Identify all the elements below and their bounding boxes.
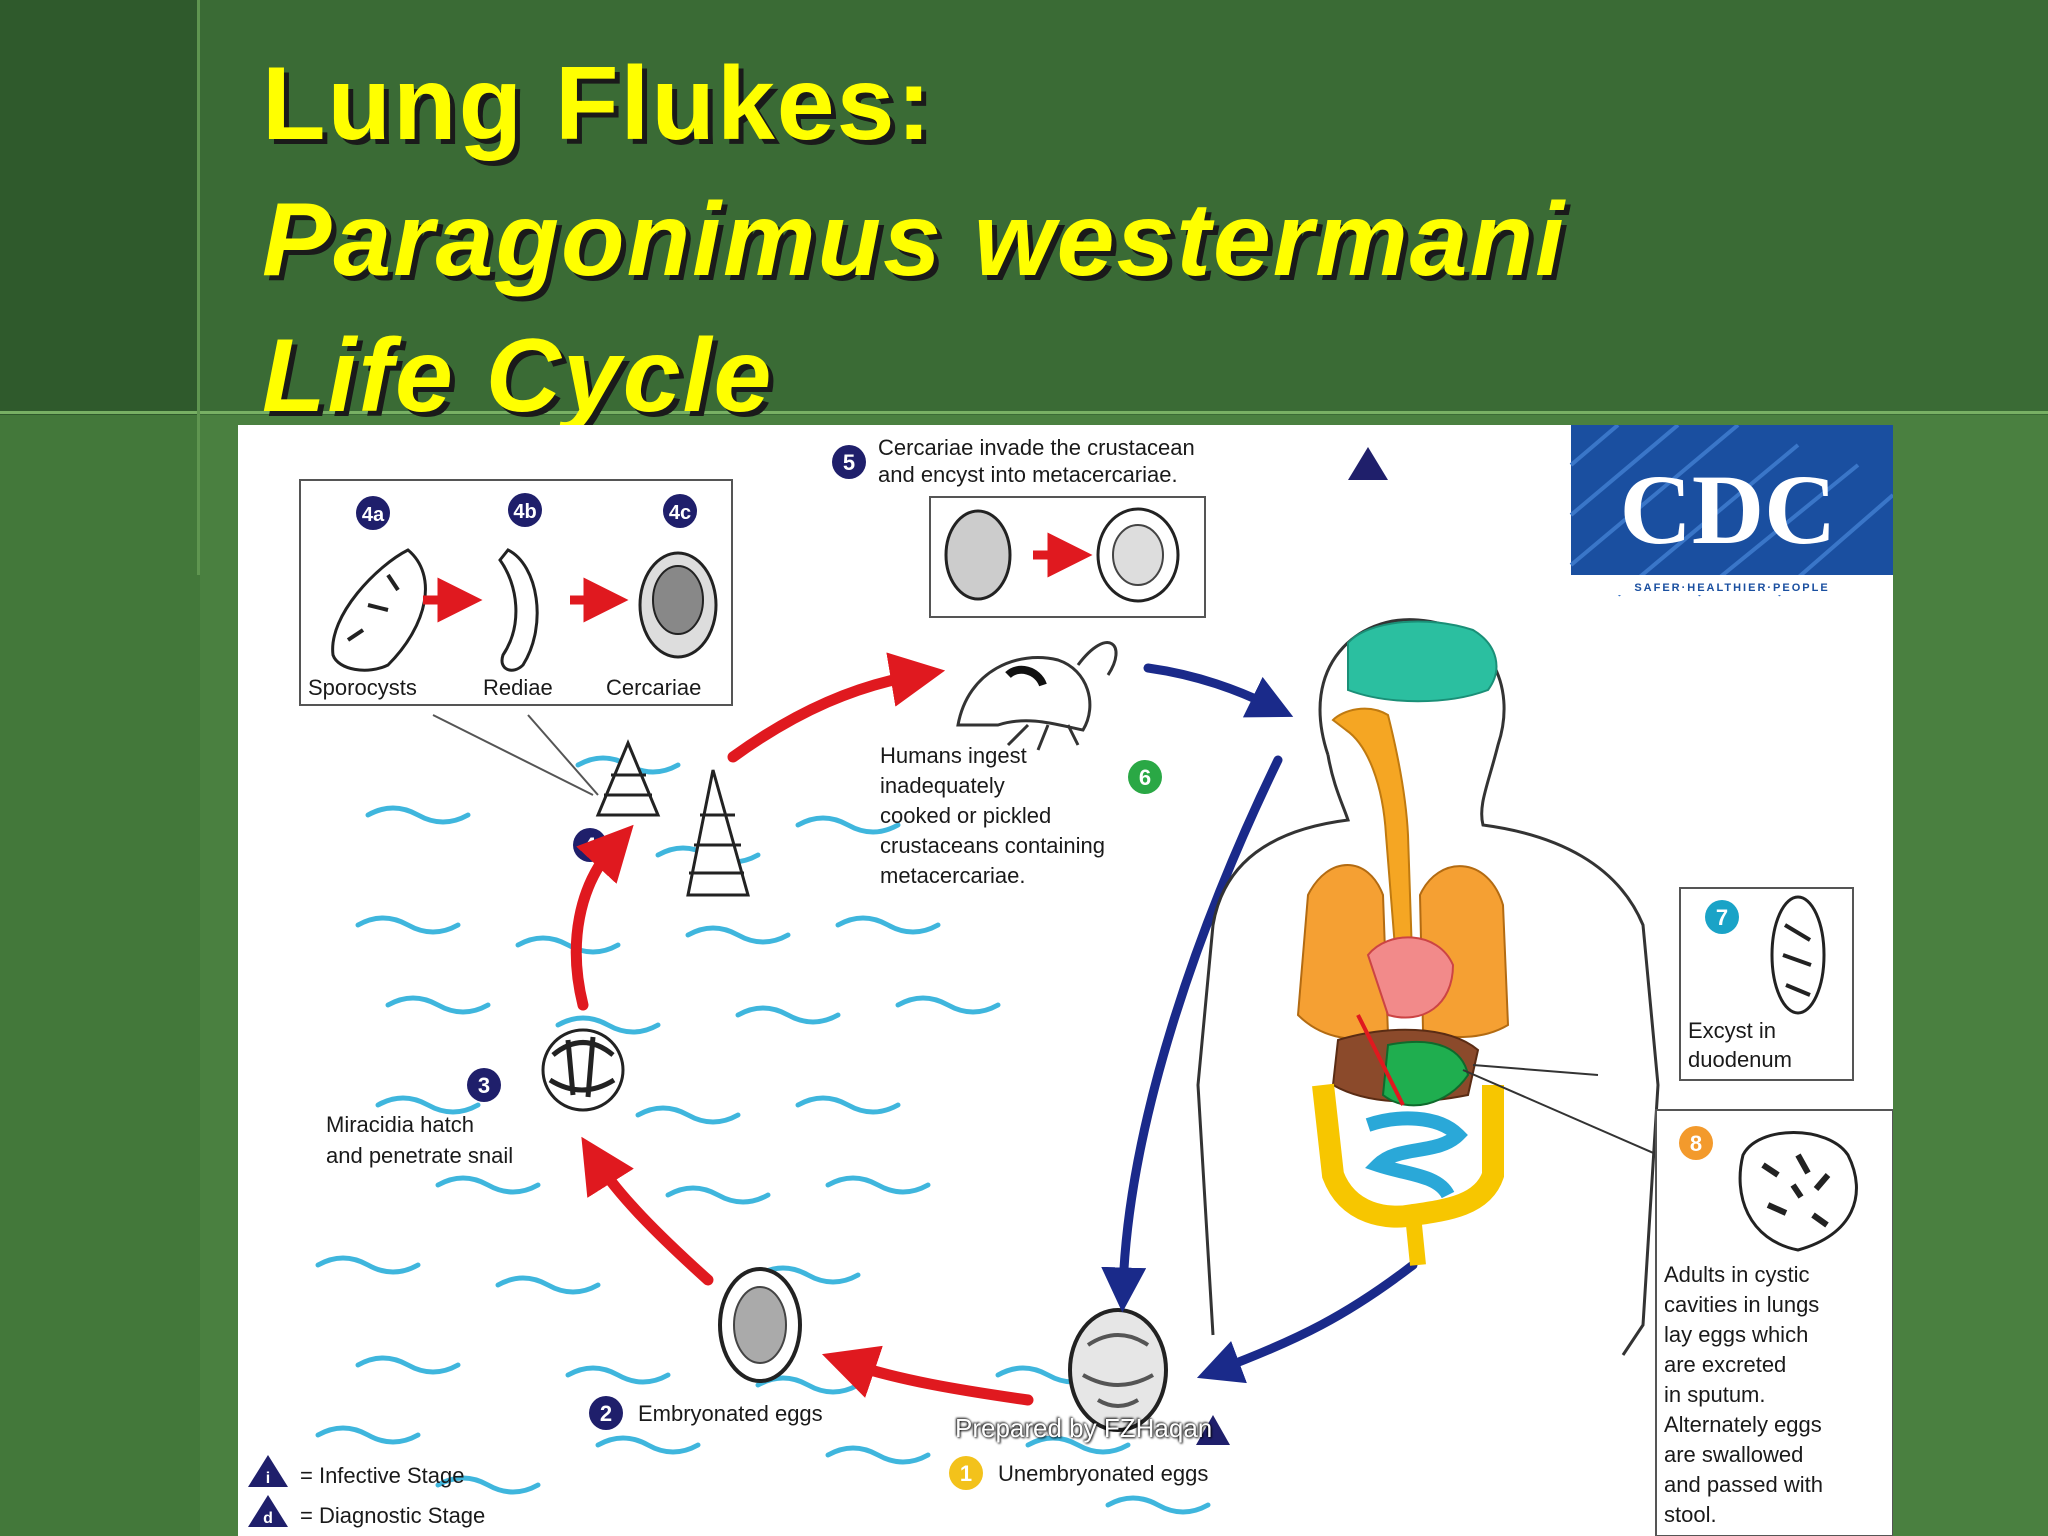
rediae-illustration: [498, 548, 539, 672]
svg-text:i: i: [266, 1470, 270, 1487]
label-cercariae: Cercariae: [606, 675, 701, 700]
legend-infective-icon: [248, 1455, 288, 1487]
badge-4a: [356, 496, 390, 530]
stage-3: 3 Miracidia hatch and penetrate snail: [326, 1028, 625, 1168]
stage6-text-2: inadequately: [880, 773, 1005, 798]
stage8-text-8: and passed with: [1664, 1472, 1823, 1497]
svg-text:4c: 4c: [669, 502, 691, 524]
stage2-text: Embryonated eggs: [638, 1401, 823, 1426]
decorative-horizontal-line: [0, 411, 2048, 414]
decorative-vertical-line: [197, 0, 200, 575]
title-line-1: Lung Flukes:: [262, 46, 934, 162]
esophagus-illustration: [1331, 707, 1415, 986]
snail-stages-box: 4a 4b 4c Sporocysts Rediae Cercariae: [299, 479, 733, 706]
cdc-logo-text: CDC: [1620, 454, 1837, 565]
legend-diagnostic-icon: [248, 1495, 288, 1527]
badge-5: 5: [843, 450, 855, 475]
title-line-3: Life Cycle: [262, 318, 774, 434]
human-figure-illustration: [1196, 618, 1660, 1356]
brain-illustration: [1347, 620, 1498, 703]
stage7-text-2: duodenum: [1688, 1047, 1792, 1072]
small-intestine-illustration: [1365, 1111, 1468, 1199]
stage8-text-6: Alternately eggs: [1664, 1412, 1822, 1437]
slide-background-lower-left: [0, 415, 200, 1536]
stage6-text-3: cooked or pickled: [880, 803, 1051, 828]
infective-stage-icon: [1348, 447, 1388, 480]
excysted-fluke-illustration: [1770, 895, 1826, 1015]
stage5-text-1: Cercariae invade the crustacean: [878, 435, 1195, 460]
stage1-text: Unembryonated eggs: [998, 1461, 1208, 1486]
water-waves: [315, 755, 1211, 1515]
watermark: Prepared by FZHaqan: [955, 1413, 1213, 1443]
arrow-snail-to-crustacean: [727, 652, 946, 763]
arrow-miracidia-to-snail: [570, 824, 634, 1011]
arrow-egg-development: [821, 1345, 1034, 1406]
cdc-logo-tagline: SAFER·HEALTHIER·PEOPLE: [1634, 582, 1829, 594]
svg-text:d: d: [263, 1510, 273, 1527]
badge-1: 1: [960, 1461, 972, 1486]
legend-infective-text: = Infective Stage: [300, 1463, 465, 1488]
stage-7: 7 Excyst in duodenum: [1679, 887, 1854, 1081]
stage6-text-4: crustaceans containing: [880, 833, 1105, 858]
stage3-text-1: Miracidia hatch: [326, 1112, 474, 1137]
badge-4c: [663, 494, 697, 528]
stage8-text-7: are swallowed: [1664, 1442, 1803, 1467]
crustacean-illustration: [956, 641, 1118, 751]
svg-text:4a: 4a: [362, 504, 385, 526]
stage6-text-5: metacercariae.: [880, 863, 1026, 888]
stage-6: 6 Humans ingest inadequately cooked or p…: [880, 743, 1162, 888]
badge-4b: [508, 493, 542, 527]
stage-5: 5 Cercariae invade the crustacean and en…: [832, 435, 1388, 618]
badge-2: 2: [600, 1401, 612, 1426]
cdc-logo: CDC SAFER·HEALTHIER·PEOPLE: [1569, 425, 1893, 597]
unembryonated-egg-illustration: [1068, 1308, 1168, 1432]
arrow-ingestion: [1143, 663, 1294, 718]
stage8-text-5: in sputum.: [1664, 1382, 1766, 1407]
legend-diagnostic-text: = Diagnostic Stage: [300, 1503, 485, 1528]
title-line-2: Paragonimus westermani: [262, 182, 1566, 298]
label-sporocysts: Sporocysts: [308, 675, 417, 700]
stage8-text-3: lay eggs which: [1664, 1322, 1808, 1347]
stage5-text-2: and encyst into metacercariae.: [878, 462, 1178, 487]
diagram-canvas: CDC SAFER·HEALTHIER·PEOPLE 4a 4b 4c Spor…: [248, 425, 1893, 1536]
badge-6: 6: [1139, 765, 1151, 790]
svg-text:4b: 4b: [513, 501, 536, 523]
legend: i = Infective Stage d = Diagnostic Stage: [248, 1455, 485, 1528]
heart-illustration: [1366, 936, 1455, 1019]
badge-4: 4: [584, 833, 597, 858]
life-cycle-diagram: CDC SAFER·HEALTHIER·PEOPLE 4a 4b 4c Spor…: [238, 425, 1893, 1536]
label-rediae: Rediae: [483, 675, 553, 700]
arrow-eggs-in-sputum: [1196, 1260, 1418, 1384]
slide-title: Lung Flukes: Paragonimus westermani Life…: [262, 36, 1566, 444]
stage-1: 1 Unembryonated eggs: [949, 1308, 1230, 1490]
stage3-text-2: and penetrate snail: [326, 1143, 513, 1168]
badge-7: 7: [1716, 905, 1728, 930]
stage6-text-1: Humans ingest: [880, 743, 1027, 768]
stage8-text-4: are excreted: [1664, 1352, 1786, 1377]
stage8-text-2: cavities in lungs: [1664, 1292, 1819, 1317]
diagnostic-stage-icon: [1196, 1415, 1230, 1445]
arrow-eggs-in-stool: [1101, 755, 1283, 1313]
stage8-text-1: Adults in cystic: [1664, 1262, 1810, 1287]
badge-3: 3: [478, 1073, 490, 1098]
badge-8: 8: [1690, 1131, 1702, 1156]
stage-2: 2 Embryonated eggs: [589, 1267, 823, 1430]
stage8-text-9: stool.: [1664, 1502, 1717, 1527]
metacercaria-before-illustration: [944, 509, 1012, 601]
stage7-text-1: Excyst in: [1688, 1018, 1776, 1043]
sporocyst-illustration: [331, 548, 427, 672]
arrow-egg-to-miracidia: [581, 1136, 714, 1286]
stage-8: 8 Adults in cystic cavities in lungs lay…: [1655, 1109, 1893, 1536]
